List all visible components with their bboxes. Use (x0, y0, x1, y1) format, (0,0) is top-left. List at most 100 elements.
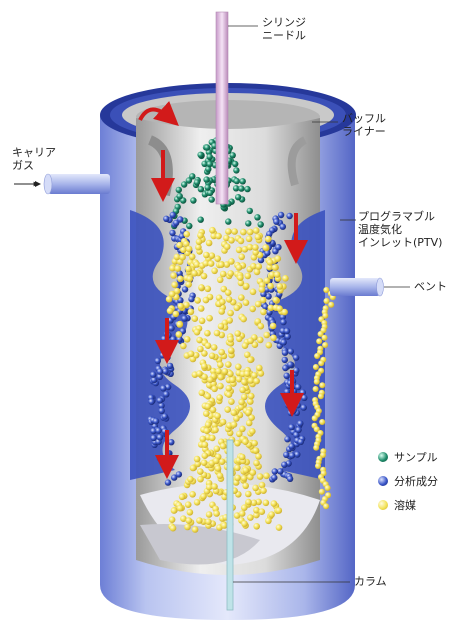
analyte-particle (157, 434, 163, 440)
solvent-particle (249, 428, 256, 435)
sample-particle (209, 196, 215, 202)
solvent-particle (216, 394, 223, 401)
solvent-particle (260, 297, 267, 304)
analyte-particle (160, 352, 166, 358)
solvent-particle (247, 398, 254, 405)
analyte-particle (163, 391, 169, 397)
solvent-particle (325, 485, 331, 491)
solvent-particle (188, 309, 195, 316)
solvent-particle (240, 316, 247, 323)
solvent-particle (194, 297, 201, 304)
solvent-particle (253, 227, 260, 234)
solvent-particle (246, 236, 253, 243)
solvent-particle (258, 323, 265, 330)
sample-particle (233, 167, 239, 173)
solvent-particle (199, 318, 206, 325)
solvent-particle (253, 523, 260, 530)
solvent-particle (207, 376, 214, 383)
analyte-particle (284, 373, 290, 379)
solvent-particle (267, 283, 274, 290)
solvent-particle (263, 500, 270, 507)
sample-particle (189, 173, 195, 179)
analyte-particle (272, 468, 278, 474)
solvent-particle (218, 323, 225, 330)
analyte-particle (287, 476, 293, 482)
analyte-particle (286, 213, 292, 219)
solvent-particle (176, 331, 183, 338)
solvent-particle (186, 246, 193, 253)
solvent-particle (255, 263, 262, 270)
solvent-particle (252, 485, 259, 492)
solvent-particle (206, 511, 213, 518)
solvent-particle (255, 234, 262, 241)
solvent-particle (218, 308, 225, 315)
solvent-particle (215, 465, 222, 472)
solvent-particle (214, 446, 221, 453)
solvent-particle (189, 491, 196, 498)
syringe-needle (216, 12, 228, 204)
solvent-particle (201, 459, 208, 466)
solvent-particle (170, 272, 177, 279)
analyte-particle (148, 399, 154, 405)
label-carrier-gas: キャリア ガス (12, 146, 56, 172)
solvent-particle (245, 491, 252, 498)
analyte-particle (150, 371, 156, 377)
solvent-particle (263, 332, 270, 339)
analyte-particle (157, 368, 163, 374)
solvent-particle (249, 306, 256, 313)
solvent-particle (242, 438, 249, 445)
solvent-particle (234, 305, 241, 312)
solvent-particle (238, 238, 245, 245)
sample-particle (198, 217, 204, 223)
solvent-particle (259, 508, 266, 515)
solvent-particle (228, 398, 235, 405)
analyte-particle (301, 395, 307, 401)
sample-particle (207, 154, 213, 160)
solvent-particle (225, 228, 232, 235)
solvent-particle (177, 276, 184, 283)
solvent-particle (196, 370, 203, 377)
solvent-particle (265, 518, 272, 525)
solvent-particle (228, 237, 235, 244)
solvent-particle (247, 338, 254, 345)
solvent-particle (209, 435, 216, 442)
solvent-particle (239, 426, 246, 433)
analyte-particle (284, 328, 290, 334)
solvent-particle (196, 517, 203, 524)
solvent-particle (257, 473, 264, 480)
solvent-particle (226, 296, 233, 303)
solvent-particle (313, 364, 319, 370)
solvent-particle (236, 264, 243, 271)
solvent-particle (322, 335, 328, 341)
analyte-particle (280, 319, 286, 325)
solvent-particle (213, 458, 220, 465)
sample-particle (177, 193, 183, 199)
solvent-particle (197, 232, 204, 239)
analyte-particle (169, 230, 175, 236)
solvent-particle (204, 330, 211, 337)
analyte-particle (155, 427, 161, 433)
solvent-particle (222, 368, 229, 375)
analyte-particle (289, 443, 295, 449)
solvent-particle (238, 399, 245, 406)
solvent-particle (276, 305, 283, 312)
analyte-particle (167, 363, 173, 369)
analyte-particle (285, 333, 291, 339)
solvent-particle (214, 255, 221, 262)
sample-particle (240, 178, 246, 184)
solvent-particle (277, 283, 284, 290)
solvent-particle (253, 378, 260, 385)
solvent-particle (312, 415, 318, 421)
legend: サンプル 分析成分 溶媒 (378, 445, 438, 517)
solvent-particle (209, 227, 216, 234)
solvent-particle (175, 265, 182, 272)
solvent-particle (271, 500, 278, 507)
sample-particle (254, 214, 260, 220)
solvent-particle (185, 266, 192, 273)
solvent-particle (185, 501, 192, 508)
solvent-particle (263, 473, 270, 480)
solvent-particle (276, 507, 283, 514)
analyte-particle (288, 410, 294, 416)
analyte-particle (151, 377, 157, 383)
